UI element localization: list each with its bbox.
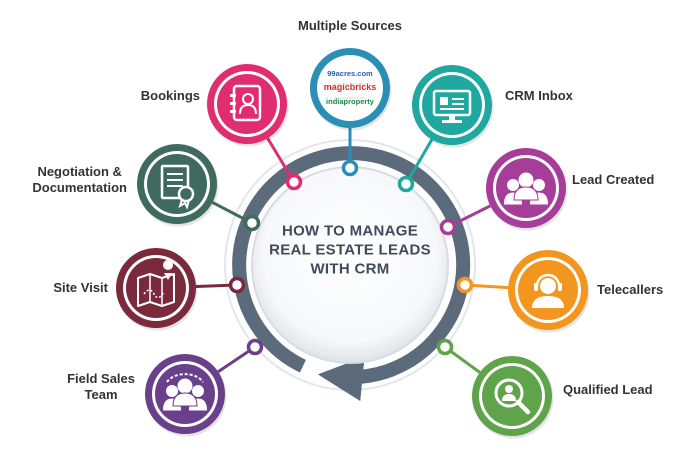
stage-node-bookings (207, 64, 289, 147)
node-inner-disc (126, 258, 186, 318)
computer-monitor-icon (432, 89, 472, 123)
ring-anchor-lead-created (439, 218, 457, 236)
center-title: HOW TO MANAGE REAL ESTATE LEADS WITH CRM (250, 222, 450, 279)
stage-label-line: Lead Created (572, 172, 655, 187)
stage-nodes: 99acres.com magicbricks indiaproperty (116, 48, 590, 439)
source-logo-1: 99acres.com (327, 69, 373, 78)
stage-label-telecallers: Telecallers (597, 282, 663, 298)
stage-node-crm-inbox (412, 65, 494, 148)
source-logo-2: magicbricks (324, 82, 377, 92)
stage-label-line: Multiple Sources (297, 18, 403, 33)
ring-anchor-qualified-lead (436, 338, 454, 356)
ring-anchor-crm-inbox (397, 175, 415, 193)
stage-label-negotiation-documentation: Negotiation &Documentation (32, 164, 127, 196)
stage-label-line: Documentation (32, 180, 127, 195)
stage-label-qualified-lead: Qualified Lead (563, 382, 653, 398)
headset-agent-icon (532, 273, 564, 308)
connector-bookings (266, 137, 296, 183)
stage-label-multiple-sources: Multiple Sources (298, 18, 402, 34)
stage-node-multiple-sources: 99acres.com magicbricks indiaproperty (310, 48, 392, 131)
stage-label-lead-created: Lead Created (572, 172, 654, 188)
stage-label-line: Bookings (140, 88, 200, 103)
ring-anchor-telecallers (456, 276, 474, 294)
stage-label-line: Qualified Lead (563, 382, 653, 397)
ring-anchor-site-visit (228, 276, 246, 294)
stage-label-line: Team (84, 387, 118, 402)
connector-crm-inbox (404, 138, 434, 185)
source-logo-3: indiaproperty (326, 97, 375, 106)
certificate-document-icon (160, 164, 195, 210)
ring-anchor-field-sales-team (246, 338, 264, 356)
stage-node-field-sales-team (145, 354, 227, 437)
map-pin-icon (137, 260, 175, 307)
stage-label-bookings: Bookings (141, 88, 200, 104)
stage-label-crm-inbox: CRM Inbox (505, 88, 573, 104)
stage-label-line: CRM Inbox (505, 88, 573, 103)
stage-label-line: Field Sales (67, 371, 135, 386)
lead-source-logos-icon: 99acres.com magicbricks indiaproperty (324, 69, 377, 106)
stage-node-site-visit (116, 248, 198, 331)
stage-node-telecallers (508, 250, 590, 333)
center-title-line-1: HOW TO MANAGE (281, 222, 419, 240)
stage-label-line: Negotiation & (37, 164, 122, 179)
connectors (195, 128, 509, 374)
stage-label-line: Telecallers (597, 282, 664, 297)
stage-node-lead-created (486, 148, 568, 231)
stage-label-site-visit: Site Visit (53, 280, 108, 296)
ring-anchor-negotiation-documentation (243, 214, 261, 232)
ring-anchor-bookings (285, 173, 303, 191)
address-book-icon (230, 84, 262, 122)
stage-node-qualified-lead (472, 356, 554, 439)
node-inner-disc (320, 58, 380, 118)
center-title-line-2: REAL ESTATE LEADS (269, 241, 431, 259)
team-group-icon (161, 373, 209, 412)
stage-node-negotiation-documentation (137, 144, 219, 227)
magnify-person-icon (494, 378, 531, 415)
stage-label-line: Site Visit (53, 280, 108, 295)
people-group-icon (502, 172, 550, 206)
node-inner-disc (147, 154, 207, 214)
center-title-line-3: WITH CRM (310, 260, 390, 278)
ring-anchor-multiple-sources (341, 159, 359, 177)
